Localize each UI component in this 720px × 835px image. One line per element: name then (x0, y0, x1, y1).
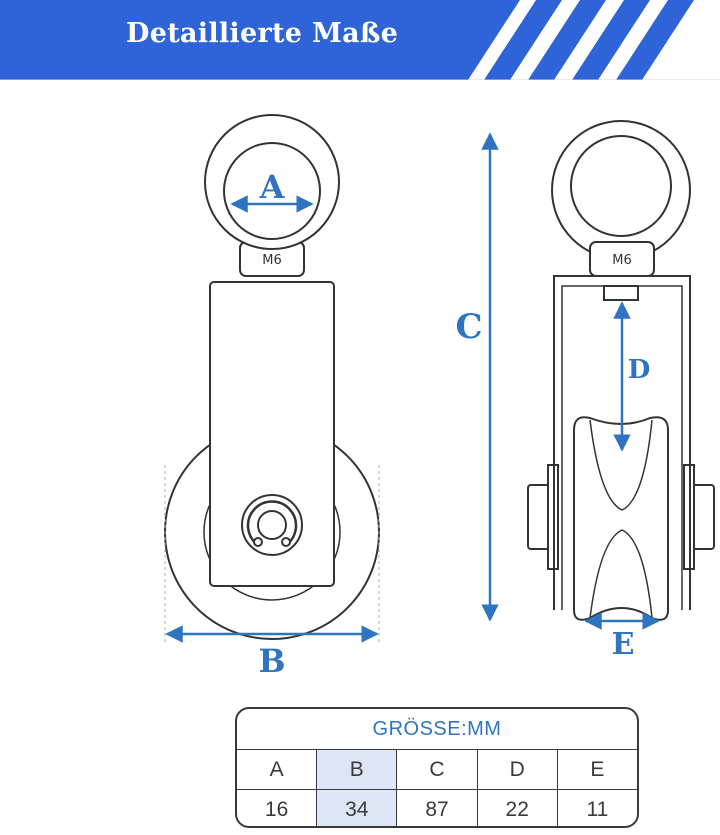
header-stripe-4 (616, 0, 694, 80)
size-table-header-c: C (396, 750, 476, 789)
dimension-e-letter: E (612, 627, 635, 662)
size-table-value-a: 16 (264, 798, 289, 821)
size-table: GRÖSSE:MM A B C D E 16 34 87 22 11 (235, 707, 639, 828)
side-wheel-groove (589, 419, 653, 511)
side-eye-hole (570, 135, 672, 237)
pulley-diagram: M6 A B C M6 D E (164, 114, 715, 680)
side-wheel-groove-lower (589, 529, 653, 619)
size-table-header-row: A B C D E (237, 750, 637, 789)
front-eye-label: M6 (262, 253, 282, 268)
dimension-b-letter: B (258, 642, 285, 680)
front-axle-inner (257, 510, 287, 540)
header-banner (0, 0, 720, 80)
front-circlip-end-left (253, 537, 263, 547)
header-stripe-2 (528, 0, 606, 80)
dimension-a-letter: A (259, 168, 286, 206)
side-eye-label: M6 (612, 253, 632, 268)
side-nut (603, 285, 639, 301)
front-frame (209, 281, 335, 587)
size-table-title: GRÖSSE:MM (237, 709, 637, 750)
front-eye-hole (223, 142, 321, 240)
page-title: Detaillierte Maße (126, 18, 399, 49)
size-table-value-b: 34 (316, 790, 397, 826)
size-table-header-d: D (476, 750, 557, 789)
size-table-header-b: B (316, 750, 397, 789)
front-circlip (246, 500, 298, 547)
side-bushing-right (691, 484, 715, 550)
header-stripe-3 (572, 0, 650, 80)
header-stripe-1 (484, 0, 562, 80)
front-circlip-end-right (281, 537, 291, 547)
header-banner-bar (0, 0, 520, 80)
side-view (527, 120, 715, 621)
front-view (164, 114, 380, 640)
dimension-d-letter: D (628, 355, 651, 385)
size-table-value-e: 11 (556, 790, 637, 826)
size-table-header-a: A (269, 758, 284, 781)
side-bushing-left (527, 484, 551, 550)
size-table-value-row: 16 34 87 22 11 (237, 789, 637, 826)
size-table-header-e: E (556, 750, 637, 789)
dimension-c-letter: C (455, 307, 482, 347)
size-table-value-c: 87 (396, 790, 476, 826)
size-table-value-d: 22 (476, 790, 557, 826)
side-bracket (553, 275, 691, 610)
